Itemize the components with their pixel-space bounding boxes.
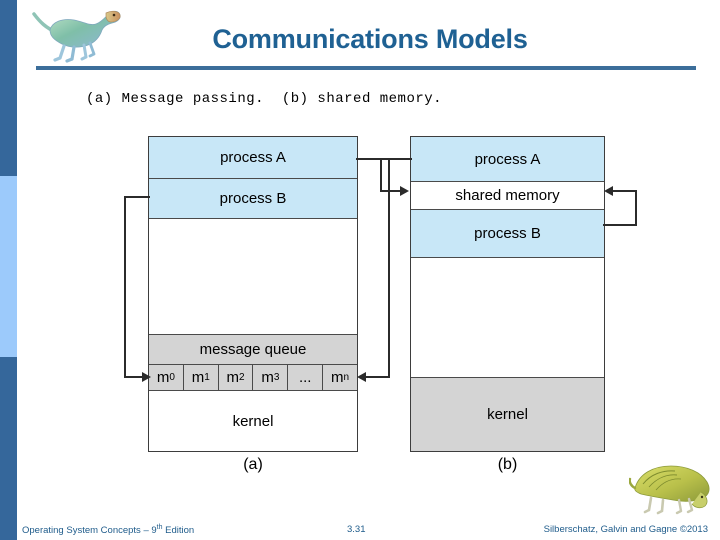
arrow-process-b-top-segment (124, 196, 150, 199)
message-cell-m1-subscript: 1 (204, 372, 210, 383)
footer-edition-suffix: Edition (162, 525, 195, 537)
arrow-process-b-bottom-segment (124, 376, 144, 379)
message-cell-mn-subscript: n (343, 372, 350, 383)
band-kernel-b: kernel (411, 378, 604, 451)
title-underline-rule (36, 66, 696, 70)
arrow-head-into-shared-memory-right (604, 186, 613, 196)
arrow-b-process-a-top-segment (380, 158, 412, 161)
footer-copyright: Silberschatz, Galvin and Gagne ©2013 (543, 524, 708, 535)
arrow-b-process-a-vertical-segment (380, 158, 383, 192)
band-process-b-b: process B (411, 210, 604, 258)
band-shared-memory: shared memory (411, 182, 604, 210)
arrow-b-process-b-top-segment (613, 190, 637, 193)
slide-footer: Operating System Concepts – 9th Edition … (0, 512, 720, 540)
arrow-process-a-vertical-segment (388, 158, 391, 378)
caption-a: (a) (243, 456, 263, 473)
band-kernel-a: kernel (149, 391, 357, 451)
stripe-segment-bottom (0, 357, 17, 540)
arrow-head-into-mn (357, 372, 366, 382)
message-cell-m2-subscript: 2 (239, 372, 245, 383)
band-message-queue: message queue (149, 335, 357, 365)
footer-edition-prefix: Operating System Concepts – 9 (22, 525, 157, 537)
band-process-a: process A (149, 137, 357, 179)
arrow-process-b-vertical-segment (124, 196, 127, 378)
arrow-head-into-m0 (142, 372, 151, 382)
left-accent-stripe (0, 0, 17, 540)
figure-subtitle: (a) Message passing. (b) shared memory. (86, 91, 443, 107)
stripe-segment-middle (0, 176, 17, 357)
message-cell-m3-subscript: 3 (273, 372, 280, 383)
dimetrodon-logo (628, 462, 715, 518)
band-process-a-b: process A (411, 137, 604, 182)
arrow-b-process-b-bottom-segment (603, 224, 637, 227)
page-title: Communications Models (212, 24, 528, 54)
arrow-head-into-shared-memory-left (400, 186, 409, 196)
band-empty-a (149, 219, 357, 335)
stripe-segment-top (0, 0, 17, 176)
arrow-process-a-top-segment (356, 158, 390, 161)
caption-b: (b) (497, 456, 518, 473)
footer-edition-label: Operating System Concepts – 9th Edition (22, 524, 194, 536)
message-cell-ellipsis: ... (288, 365, 324, 390)
dinosaur-logo (26, 2, 126, 64)
message-cell-m0-subscript: 0 (169, 372, 175, 383)
memory-stack-b: process A shared memory process B kernel (410, 136, 605, 452)
arrow-process-a-bottom-segment (366, 376, 390, 379)
band-empty-b (411, 258, 604, 378)
arrow-b-process-b-vertical-segment (635, 190, 638, 226)
band-process-b: process B (149, 179, 357, 219)
arrow-b-process-a-bottom-segment (380, 190, 402, 193)
footer-page-number: 3.31 (347, 524, 366, 535)
footer-edition-superscript: th (156, 524, 163, 531)
